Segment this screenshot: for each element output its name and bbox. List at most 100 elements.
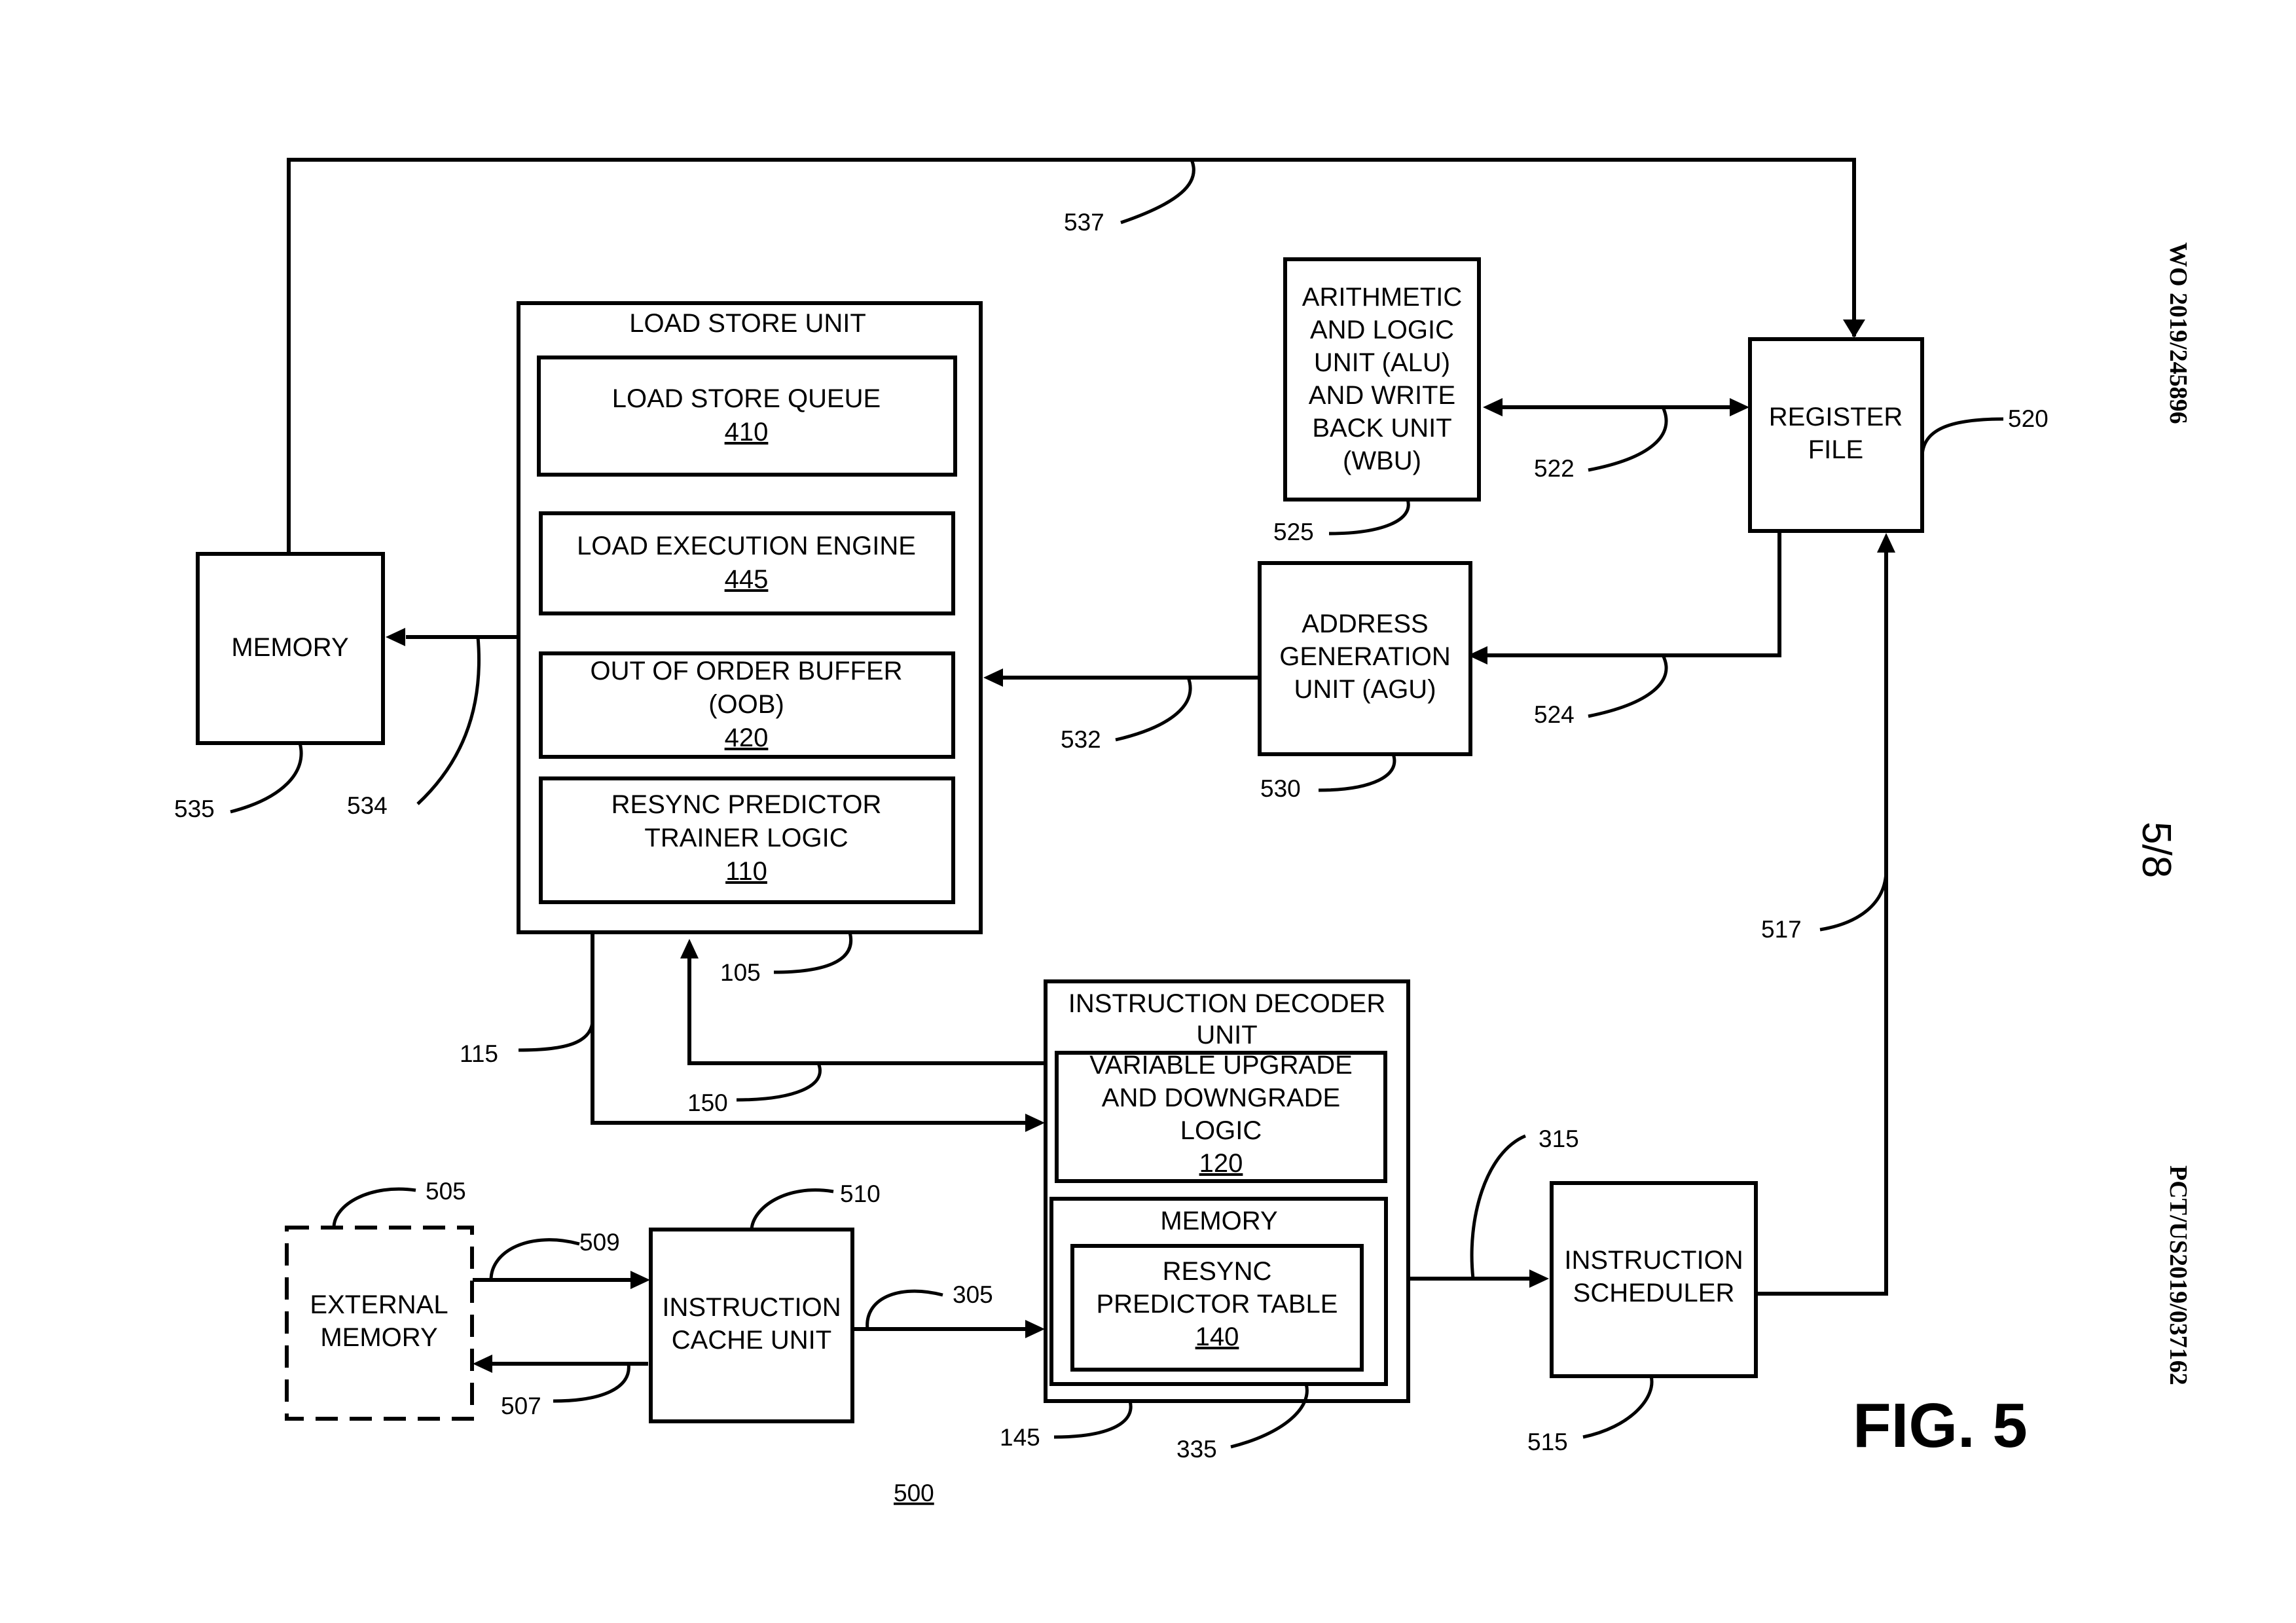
figure-number: 500 (894, 1480, 934, 1506)
ref-509: 509 (579, 1229, 620, 1256)
leader-537 (1120, 159, 1195, 225)
leader-517 (1819, 870, 1888, 932)
leader-515 (1582, 1376, 1654, 1439)
alu-label-1: ARITHMETIC (1302, 283, 1462, 312)
leader-532 (1115, 677, 1192, 742)
ref-115: 115 (460, 1040, 498, 1067)
leader-505 (332, 1187, 416, 1228)
alu-label-4: AND WRITE (1309, 381, 1455, 410)
external-memory-box (285, 1226, 474, 1421)
ref-517: 517 (1761, 916, 1802, 943)
alu-wbu-box (1283, 257, 1481, 501)
resync-table-ref: 140 (1195, 1322, 1239, 1351)
resync-table-label-2: PREDICTOR TABLE (1097, 1290, 1338, 1319)
memory-box (196, 552, 385, 745)
instruction-cache-label-2: CACHE UNIT (672, 1326, 831, 1355)
ref-315: 315 (1539, 1125, 1579, 1152)
leader-522 (1588, 406, 1668, 472)
load-store-queue-box (537, 356, 957, 477)
leader-115 (518, 1014, 594, 1052)
ref-507: 507 (501, 1393, 541, 1419)
leader-150 (736, 1063, 822, 1102)
arrowhead-agu-right (1468, 646, 1487, 665)
external-memory-label-1: EXTERNAL (310, 1290, 448, 1319)
figure-label: FIG. 5 (1853, 1391, 2028, 1461)
leader-530 (1318, 754, 1396, 792)
ref-505: 505 (426, 1178, 466, 1205)
alu-label-6: (WBU) (1343, 447, 1421, 475)
leader-534 (416, 636, 481, 805)
agu-box (1258, 561, 1472, 756)
oob-label-1: OUT OF ORDER BUFFER (590, 657, 902, 685)
agu-label-1: ADDRESS (1302, 610, 1428, 638)
leader-510 (750, 1188, 834, 1230)
scheduler-label-2: SCHEDULER (1573, 1279, 1735, 1307)
register-file-box (1748, 337, 1924, 533)
arrowhead-register-bottom (1877, 533, 1895, 553)
instruction-cache-label-1: INSTRUCTION (662, 1293, 841, 1322)
arrowhead-register-left (1730, 398, 1749, 416)
load-store-queue-ref: 410 (725, 418, 769, 447)
arrowhead-oob (983, 668, 1003, 687)
sheet-number: 5/8 (2134, 822, 2179, 878)
oob-label-2: (OOB) (708, 690, 784, 719)
resync-table-box (1070, 1244, 1364, 1372)
application-number: PCT/US2019/037162 (2164, 1165, 2192, 1385)
agu-label-3: UNIT (AGU) (1294, 675, 1436, 704)
wire-150-decoder-to-lsu (687, 957, 1044, 1065)
load-execution-engine-box (539, 511, 955, 615)
resync-trainer-label-2: TRAINER LOGIC (644, 824, 848, 852)
leader-525 (1328, 499, 1410, 536)
decoder-memory-label: MEMORY (1160, 1207, 1277, 1235)
oob-ref: 420 (725, 723, 769, 752)
register-file-label-2: FILE (1808, 435, 1863, 464)
arrowhead-scheduler (1529, 1269, 1549, 1288)
external-memory-label-2: MEMORY (320, 1323, 437, 1352)
ref-510: 510 (840, 1180, 881, 1207)
leader-524 (1588, 654, 1668, 718)
alu-label-2: AND LOGIC (1310, 316, 1454, 344)
upgrade-label-1: VARIABLE UPGRADE (1089, 1051, 1353, 1080)
leader-305 (866, 1289, 943, 1330)
out-of-order-buffer-box (539, 651, 955, 759)
ref-525: 525 (1273, 519, 1314, 545)
leader-535 (230, 742, 303, 814)
publication-number: WO 2019/245896 (2164, 242, 2192, 424)
ref-515: 515 (1527, 1429, 1568, 1455)
load-store-queue-label: LOAD STORE QUEUE (612, 384, 881, 413)
scheduler-label-1: INSTRUCTION (1564, 1246, 1743, 1275)
wire-524-register-to-agu (1486, 532, 1781, 657)
load-store-unit-title: LOAD STORE UNIT (629, 309, 866, 338)
resync-trainer-box (539, 776, 955, 904)
ref-150: 150 (687, 1089, 728, 1116)
leader-145 (1053, 1400, 1133, 1439)
ref-305: 305 (953, 1281, 993, 1308)
memory-label: MEMORY (231, 633, 348, 662)
upgrade-label-2: AND DOWNGRADE (1102, 1084, 1340, 1112)
ref-520: 520 (2008, 405, 2049, 432)
resync-trainer-ref: 110 (725, 857, 767, 886)
leader-509 (489, 1238, 580, 1281)
arrowhead-external (473, 1355, 492, 1373)
arrowhead-alu-right (1483, 398, 1503, 416)
instruction-scheduler-box (1550, 1181, 1758, 1378)
upgrade-label-3: LOGIC (1180, 1116, 1262, 1145)
resync-trainer-label-1: RESYNC PREDICTOR (611, 790, 882, 819)
ref-530: 530 (1260, 775, 1301, 802)
ref-535: 535 (174, 795, 215, 822)
load-execution-engine-ref: 445 (725, 565, 769, 594)
register-file-label-1: REGISTER (1769, 403, 1903, 431)
agu-label-2: GENERATION (1279, 642, 1451, 671)
leader-315 (1470, 1134, 1526, 1279)
load-execution-engine-label: LOAD EXECUTION ENGINE (577, 532, 916, 560)
alu-label-5: BACK UNIT (1312, 414, 1451, 443)
arrowhead-memory (386, 628, 405, 646)
resync-table-label-1: RESYNC (1163, 1257, 1272, 1286)
leader-105 (773, 932, 853, 974)
ref-534: 534 (347, 792, 388, 819)
leader-335 (1230, 1383, 1309, 1449)
ref-532: 532 (1061, 726, 1101, 753)
ref-145: 145 (1000, 1424, 1040, 1451)
leader-507 (553, 1363, 630, 1403)
